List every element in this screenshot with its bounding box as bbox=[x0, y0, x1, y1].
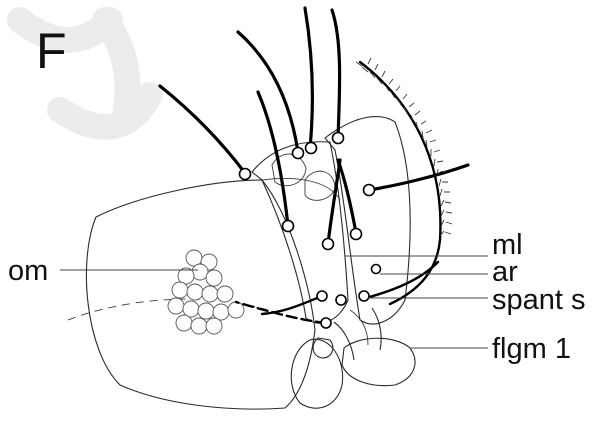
ocelli-cluster bbox=[168, 250, 244, 334]
label-om: om bbox=[8, 255, 48, 287]
label-spant-s: spant s bbox=[492, 284, 586, 316]
leader-lines bbox=[60, 256, 488, 348]
arista bbox=[356, 58, 452, 304]
label-flgm-1: flgm 1 bbox=[492, 333, 571, 365]
panel-label: F bbox=[36, 23, 67, 79]
